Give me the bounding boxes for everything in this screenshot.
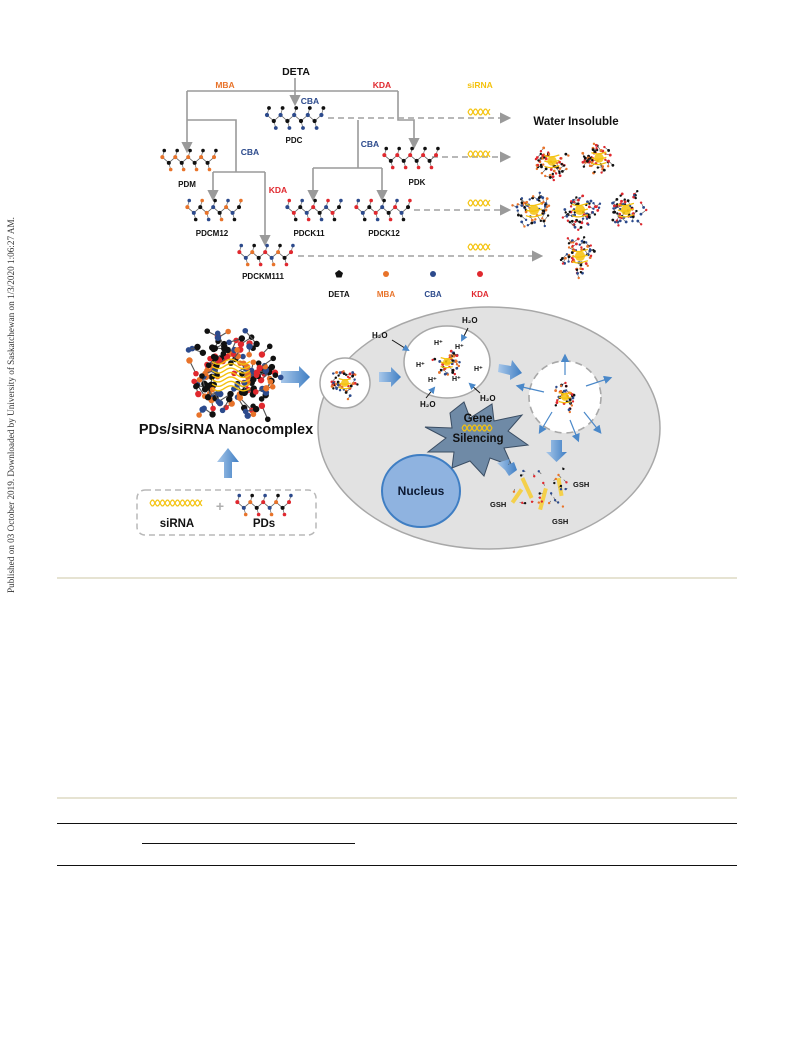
label-deta-top: DETA [282, 66, 310, 78]
legend-marker-kda [477, 271, 483, 277]
label-pdk: PDK [409, 178, 426, 187]
hplus-label-5: H⁺ [428, 377, 437, 384]
complex-pdcm12 [511, 191, 551, 228]
arrow-uptake [281, 366, 310, 388]
arrow-endosome [379, 367, 401, 387]
label-pdc: PDC [286, 136, 303, 145]
legend-marker-cba [430, 271, 436, 277]
legend-label-kda: KDA [471, 290, 489, 299]
h2o-label-4: H₂O [480, 394, 496, 403]
label-pdm: PDM [178, 180, 196, 189]
sirna-helix-1 [467, 108, 491, 116]
hplus-label-6: H⁺ [452, 376, 461, 383]
label-pdcm12: PDCM12 [196, 229, 229, 238]
process-arrows [217, 360, 567, 478]
hplus-label-2: H⁺ [455, 344, 464, 351]
input-pds-label: PDs [253, 518, 275, 530]
h2o-label-2: H₂O [462, 316, 478, 325]
input-sirna-label: siRNA [160, 518, 195, 530]
label-sirna-top: siRNA [467, 80, 493, 90]
main-nanocomplex [185, 327, 284, 423]
polymer-pdcm12 [185, 198, 243, 222]
gene-silencing-line2: Silencing [452, 433, 503, 445]
delivery-scheme: Nucleus Gene Silencing H₂O H₂O H₂O H₂O H… [136, 306, 661, 550]
legend: DETA MBA CBA KDA [328, 270, 489, 299]
table-rule-mid [142, 843, 355, 844]
complex-pdm [534, 146, 570, 182]
arrow-release [546, 440, 567, 462]
gene-silencing-line1: Gene [464, 413, 493, 425]
table-rule-bottom [57, 865, 737, 866]
dashed-arrows [298, 112, 544, 262]
sirna-helix-silencing [461, 424, 493, 432]
h2o-label-3: H₂O [420, 400, 436, 409]
polymer-pdm [160, 148, 218, 172]
input-pds-chain [235, 493, 293, 517]
legend-label-cba: CBA [424, 290, 442, 299]
polymer-pdc [264, 106, 326, 130]
complex-pdck12 [611, 189, 648, 227]
sirna-helix-2 [467, 150, 491, 158]
label-kda-top: KDA [373, 80, 391, 90]
complex-in-endosome [431, 349, 461, 376]
gsh-label-3: GSH [552, 517, 568, 526]
label-cba-right: CBA [361, 139, 379, 149]
section-rule-2 [57, 797, 737, 799]
plus-sign: + [216, 498, 224, 514]
label-pdckm111: PDCKM111 [242, 272, 284, 281]
nucleus-label: Nucleus [398, 484, 445, 498]
complex-pdk [581, 142, 615, 175]
hplus-label-4: H⁺ [474, 366, 483, 373]
label-cba-left: CBA [241, 147, 259, 157]
gsh-label-2: GSH [490, 500, 506, 509]
gsh-label-1: GSH [573, 480, 589, 489]
input-box [136, 489, 317, 536]
complex-in-cytosol [554, 381, 576, 414]
polymer-pdck12 [354, 198, 412, 222]
sirna-helix-3 [467, 199, 491, 207]
label-cba-pdc: CBA [301, 96, 319, 106]
polymer-pdckm111 [237, 243, 295, 267]
label-kda-left: KDA [269, 185, 287, 195]
legend-label-deta: DETA [328, 290, 349, 299]
complex-pdck11 [561, 194, 602, 231]
release-arrows [515, 353, 613, 443]
polymer-pdk [382, 146, 440, 170]
polymer-pdck11 [285, 198, 343, 222]
h2o-label-1: H₂O [372, 331, 388, 340]
sirna-helix-4 [467, 243, 491, 251]
disassembled-fragments [510, 477, 564, 511]
arrow-escape [498, 360, 522, 380]
legend-label-mba: MBA [377, 290, 395, 299]
arrow-formation [217, 448, 239, 478]
hplus-label-3: H⁺ [416, 362, 425, 369]
complex-in-vesicle [330, 370, 359, 401]
label-pdck12: PDCK12 [368, 229, 400, 238]
disassembled-polymers [512, 466, 568, 508]
arrow-to-silencing [497, 459, 517, 476]
label-pdck11: PDCK11 [293, 229, 325, 238]
table-rule-top [57, 823, 737, 824]
branch-lines [181, 78, 420, 247]
input-sirna-helix [149, 499, 203, 507]
legend-marker-mba [383, 271, 389, 277]
label-water-insoluble: Water Insoluble [533, 116, 618, 128]
synthesis-scheme: DETA MBA KDA siRNA CBA PDC CBA CBA Water… [160, 66, 648, 299]
label-mba: MBA [215, 80, 234, 90]
legend-marker-deta [335, 270, 343, 278]
nanocomplex-label: PDs/siRNA Nanocomplex [139, 422, 313, 438]
water-arrows [391, 327, 481, 399]
hplus-label-1: H⁺ [434, 340, 443, 347]
nucleus [381, 454, 461, 528]
section-rule-1 [57, 577, 737, 579]
complex-pdckm111 [559, 236, 596, 280]
